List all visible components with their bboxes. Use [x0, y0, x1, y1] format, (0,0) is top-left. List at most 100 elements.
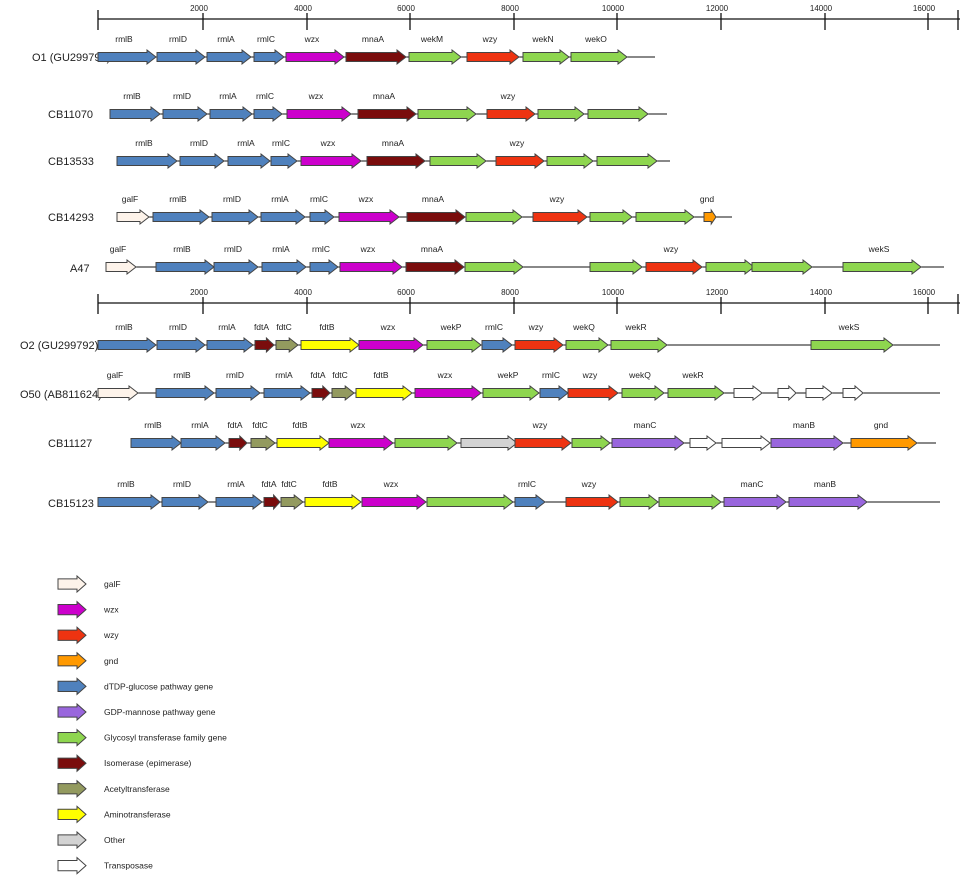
legend-label: Aminotransferase: [104, 809, 171, 819]
scale-tick-label: 16000: [913, 288, 936, 297]
gene-label: wekR: [624, 322, 646, 332]
gene-arrow-GT: [596, 152, 658, 170]
gene-arrow-GDP: [723, 493, 787, 511]
legend-swatch-GT: [57, 728, 87, 747]
gene-label: rmlC: [542, 370, 560, 380]
gene-label: rmlD: [173, 479, 191, 489]
legend-swatch-wzy: [57, 626, 87, 645]
gene-arrow-transposase: [733, 384, 763, 402]
gene-label: wzy: [528, 322, 544, 332]
gene-label: galF: [107, 370, 124, 380]
gene-arrow-dTDP: [213, 258, 259, 276]
strain-label: CB11070: [48, 109, 93, 121]
gene-label: fdtA: [310, 370, 325, 380]
gene-arrow-GT: [429, 152, 487, 170]
gene-arrow-dTDP: [263, 384, 311, 402]
legend-label: Isomerase (epimerase): [104, 758, 192, 768]
strain-label: O1 (GU299791): [32, 52, 110, 64]
gene-label: fdtC: [276, 322, 292, 332]
gene-arrow-isomerase: [406, 208, 466, 226]
gene-label: rmlA: [218, 322, 236, 332]
legend-label: GDP-mannose pathway gene: [104, 707, 216, 717]
gene-arrow-acetyl: [331, 384, 355, 402]
gene-arrow-dTDP: [109, 105, 161, 123]
scale-tick-label: 10000: [602, 288, 625, 297]
legend-label: galF: [104, 579, 121, 589]
strain-label: CB13533: [48, 156, 94, 168]
scale-tick-label: 8000: [501, 288, 519, 297]
gene-label: wekR: [681, 370, 703, 380]
legend-swatch-transposase: [57, 856, 87, 875]
gene-arrow-acetyl: [275, 336, 299, 354]
gene-arrow-dTDP: [481, 336, 513, 354]
gene-label: gnd: [700, 194, 714, 204]
legend-label: gnd: [104, 656, 118, 666]
gene-label: fdtA: [261, 479, 276, 489]
gene-label: wzy: [482, 34, 498, 44]
gene-label: mnaA: [382, 138, 405, 148]
gene-label: rmlB: [173, 370, 191, 380]
gene-arrow-galF: [116, 208, 150, 226]
gene-arrow-dTDP: [309, 258, 339, 276]
gene-arrow-GT: [465, 208, 523, 226]
gene-label: rmlB: [123, 91, 141, 101]
gene-arrow-GT: [589, 208, 633, 226]
gene-label: wzx: [383, 479, 399, 489]
scale-tick-label: 4000: [294, 288, 312, 297]
gene-arrow-acetyl: [280, 493, 304, 511]
gene-arrow-dTDP: [161, 493, 209, 511]
gene-arrow-dTDP: [97, 493, 161, 511]
gene-arrow-dTDP: [130, 434, 182, 452]
gene-label: rmlA: [219, 91, 237, 101]
gene-arrow-dTDP: [215, 493, 263, 511]
gene-label: fdtA: [254, 322, 269, 332]
gene-arrow-GT: [842, 258, 922, 276]
gene-label: fdtC: [252, 420, 268, 430]
gene-arrow-wzx: [338, 208, 400, 226]
gene-arrow-GT: [587, 105, 649, 123]
gene-arrow-wzy: [645, 258, 703, 276]
gene-arrow-other: [460, 434, 518, 452]
gene-arrow-acetyl: [250, 434, 276, 452]
gene-label: wzy: [532, 420, 548, 430]
legend-swatch-dTDP: [57, 677, 87, 696]
gene-label: rmlB: [115, 322, 133, 332]
gene-label: wzy: [582, 370, 598, 380]
gene-arrow-wzy: [565, 493, 619, 511]
gene-arrow-isomerase: [405, 258, 465, 276]
scale-tick-label: 8000: [501, 4, 519, 13]
gene-label: wzx: [320, 138, 336, 148]
gene-arrow-isomerase: [263, 493, 281, 511]
gene-arrow-GT: [464, 258, 524, 276]
gene-arrow-wzx: [285, 48, 345, 66]
gene-label: rmlA: [272, 244, 290, 254]
gene-arrow-GT: [408, 48, 462, 66]
gene-label: rmlD: [190, 138, 208, 148]
gene-arrow-GDP: [611, 434, 685, 452]
gene-arrow-wzx: [300, 152, 362, 170]
gene-label: wzx: [358, 194, 374, 204]
gene-arrow-GT: [426, 493, 514, 511]
legend-label: Acetyltransferase: [104, 784, 170, 794]
gene-label: manB: [814, 479, 837, 489]
gene-arrow-isomerase: [357, 105, 417, 123]
gene-label: mnaA: [373, 91, 396, 101]
gene-label: wzx: [380, 322, 396, 332]
gene-arrow-wzx: [414, 384, 482, 402]
gene-arrow-dTDP: [260, 208, 306, 226]
gene-arrow-isomerase: [254, 336, 275, 354]
legend-swatch-gnd: [57, 651, 87, 670]
gene-label: galF: [122, 194, 139, 204]
gene-arrow-dTDP: [206, 48, 252, 66]
gene-label: wzy: [663, 244, 679, 254]
gene-arrow-GDP: [770, 434, 844, 452]
gene-label: fdtA: [227, 420, 242, 430]
gene-arrow-GT: [394, 434, 458, 452]
gene-arrow-transposase: [777, 384, 797, 402]
gene-arrow-dTDP: [156, 336, 206, 354]
gene-arrow-GT: [426, 336, 482, 354]
scale-tick-label: 14000: [810, 288, 833, 297]
legend-label: Glycosyl transferase family gene: [104, 733, 227, 743]
legend-label: dTDP-glucose pathway gene: [104, 681, 213, 691]
gene-arrow-wzy: [514, 336, 564, 354]
